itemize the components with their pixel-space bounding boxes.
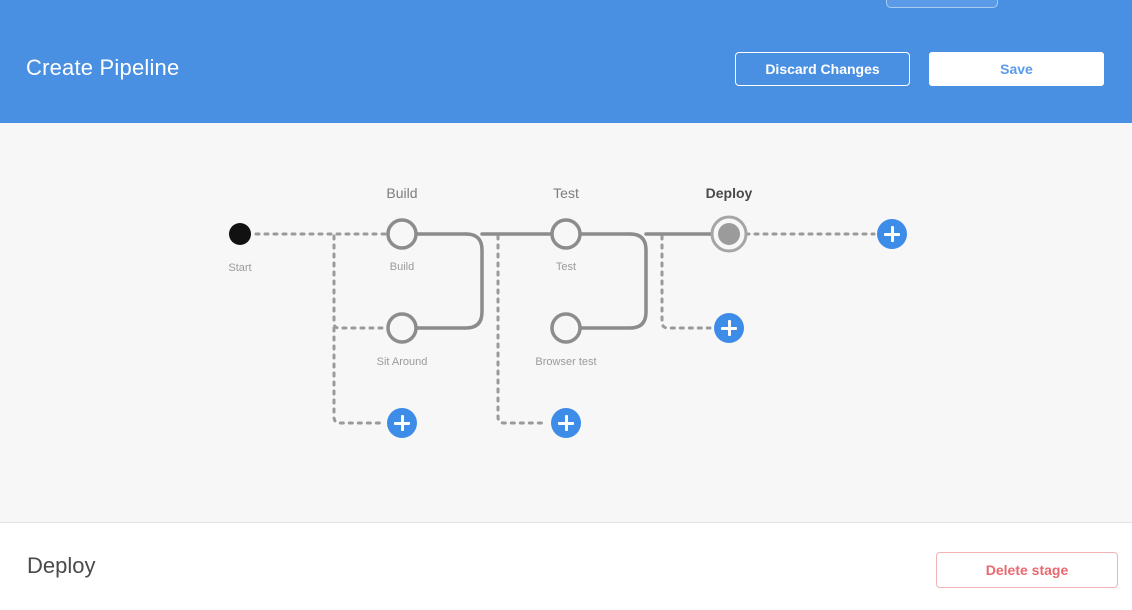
plus-icon (400, 415, 404, 431)
save-button[interactable]: Save (929, 52, 1104, 86)
page-header: Create Pipeline Discard Changes Save (0, 0, 1132, 123)
dotted-branch-to-add-test-job (496, 234, 548, 425)
job-label-browser-test: Browser test (535, 356, 597, 368)
solid-merge-test-parallel (580, 232, 648, 330)
plus-icon (564, 415, 568, 431)
plus-icon (727, 320, 731, 336)
build-node-circle (386, 218, 418, 250)
add-job-build-stage-button[interactable] (387, 408, 417, 438)
deploy-node-fill (718, 223, 740, 245)
stage-title-test: Test (553, 185, 579, 201)
job-node-browser-test[interactable] (549, 311, 583, 345)
stage-node-build[interactable] (385, 217, 419, 251)
job-label-sit-around: Sit Around (376, 356, 428, 368)
stage-node-deploy[interactable] (712, 217, 746, 251)
test-node-circle (550, 218, 582, 250)
dotted-branch-to-add-deploy-job (660, 234, 712, 330)
add-job-test-stage-button[interactable] (551, 408, 581, 438)
stage-title-deploy: Deploy (705, 185, 753, 201)
start-node[interactable] (223, 217, 257, 251)
pipeline-graph (229, 215, 876, 425)
job-label-test: Test (555, 261, 577, 273)
browser-test-node-circle (550, 312, 582, 344)
page-title: Create Pipeline (26, 55, 180, 80)
stage-node-test[interactable] (549, 217, 583, 251)
header-overflow-chip[interactable] (886, 0, 998, 8)
add-stage-after-deploy-button[interactable] (877, 219, 907, 249)
dotted-branch-to-sit-around (332, 234, 388, 330)
sit-around-node-circle (386, 312, 418, 344)
add-job-deploy-stage-button[interactable] (714, 313, 744, 343)
pipeline-canvas[interactable]: Start Build Build Sit Around Test Test B… (0, 123, 1132, 523)
start-node-dot (229, 223, 251, 245)
job-label-build: Build (389, 261, 415, 273)
dotted-branch-to-add-build-job (332, 326, 384, 425)
start-node-label: Start (228, 262, 252, 274)
discard-changes-button[interactable]: Discard Changes (735, 52, 910, 86)
delete-stage-button[interactable]: Delete stage (936, 552, 1118, 588)
stage-detail-title: Deploy (27, 553, 96, 578)
job-node-sit-around[interactable] (385, 311, 419, 345)
stage-title-build: Build (386, 185, 418, 201)
solid-merge-build-parallel (416, 232, 484, 330)
plus-icon (890, 226, 894, 242)
